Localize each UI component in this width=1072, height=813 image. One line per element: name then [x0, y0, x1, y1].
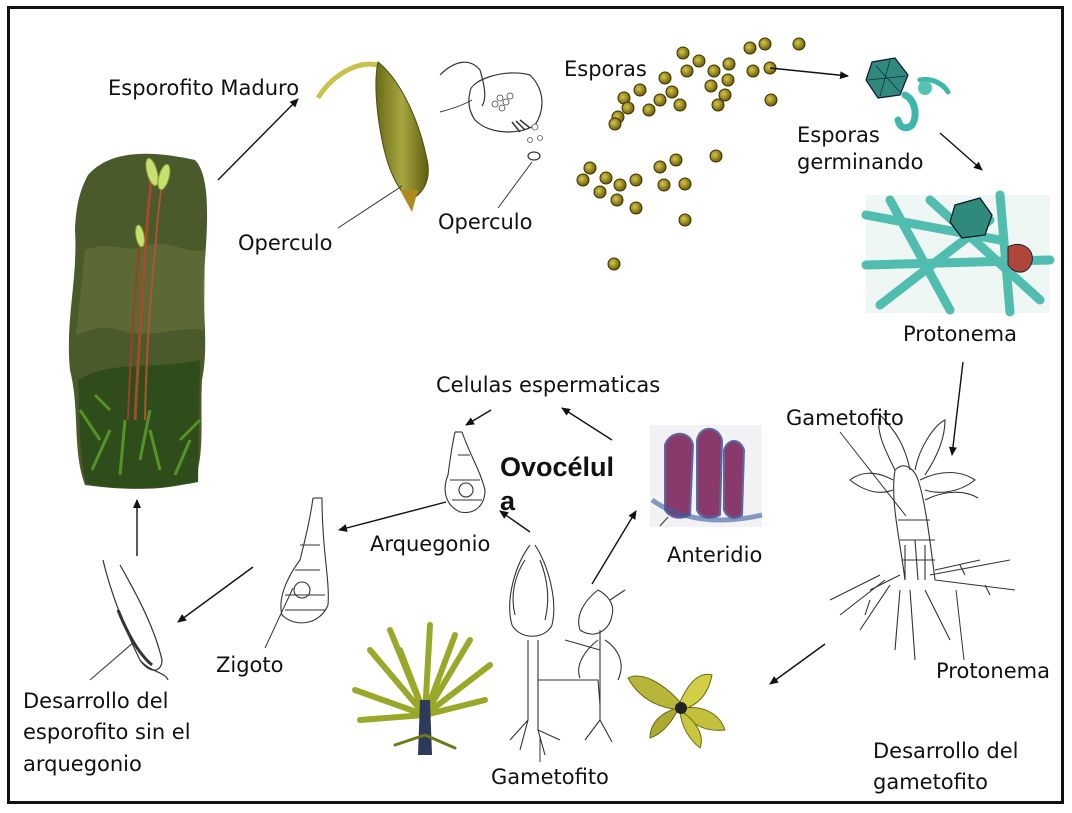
label-esporas: Esporas: [564, 55, 647, 83]
label-esporofito-maduro: Esporofito Maduro: [108, 74, 299, 102]
label-gametofito-top: Gametofito: [786, 404, 904, 432]
label-operculo-2: Operculo: [438, 208, 533, 236]
zigoto-sketch: [281, 498, 328, 623]
arquegonio-sketch: [445, 432, 485, 513]
operculo-sketch: [440, 62, 543, 160]
label-arquegonio: Arquegonio: [370, 530, 490, 558]
label-anteridio: Anteridio: [667, 541, 762, 569]
protonema-photo: [866, 195, 1050, 313]
gametofito-sketch: [830, 415, 1015, 660]
label-protonema-bottom: Protonema: [936, 657, 1050, 685]
label-esporas-germinando-2: germinando: [797, 148, 923, 176]
label-ovocelula-1: Ovocélul: [500, 452, 614, 482]
mature-sporophyte-photo: [69, 154, 207, 489]
anteridio-image: [650, 425, 762, 527]
label-esporas-germinando-1: Esporas: [797, 121, 880, 149]
moss-photo-bottom: [355, 625, 490, 755]
label-gametofito-bottom: Gametofito: [491, 763, 609, 791]
label-operculo-1: Operculo: [238, 229, 333, 257]
label-ovocelula-2: a: [500, 486, 515, 516]
label-desarrollo-esporofito-2: esporofito sin el: [23, 718, 191, 746]
label-desarrollo-gametofito-2: gametofito: [873, 768, 988, 796]
label-protonema-top: Protonema: [903, 320, 1017, 348]
label-desarrollo-gametofito-1: Desarrollo del: [873, 737, 1018, 765]
gametofito-bottom-sketch: [510, 545, 625, 755]
label-desarrollo-esporofito-3: arquegonio: [23, 750, 142, 778]
esporofito-development-sketch: [103, 560, 168, 680]
label-celulas-espermaticas: Celulas espermaticas: [436, 371, 660, 399]
label-desarrollo-esporofito-1: Desarrollo del: [23, 687, 168, 715]
capsule-operculo: [318, 62, 428, 212]
germinating-spores: [866, 58, 948, 128]
moss-rosette-photo: [628, 674, 725, 748]
label-zigoto: Zigoto: [216, 651, 283, 679]
